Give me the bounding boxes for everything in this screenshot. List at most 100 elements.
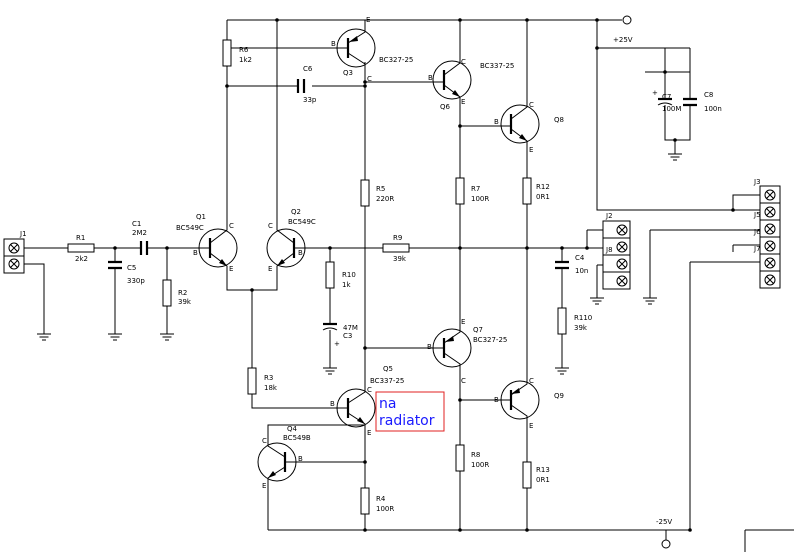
j1-label: J1 [19, 230, 27, 238]
q6-type: BC337-25 [480, 62, 514, 70]
capacitor-c6-plates [296, 79, 306, 93]
j2-label: J2 [605, 212, 613, 220]
q2-ref: Q2 [291, 208, 301, 216]
capacitor-c1-value: 2M2 [132, 229, 147, 237]
resistor-r7-value: 100R [471, 195, 489, 203]
junction-dots [113, 18, 735, 532]
ground-icon [37, 333, 51, 341]
resistor-r7-ref: R7 [471, 185, 480, 193]
resistor-r13-ref: R13 [536, 466, 550, 474]
resistor-r13-value: 0R1 [536, 476, 550, 484]
q1-ref: Q1 [196, 213, 206, 221]
resistor-r9-body [382, 243, 410, 253]
ground-symbols [37, 153, 682, 375]
j5-label: J5 [753, 211, 761, 219]
resistor-r2-value: 39k [178, 298, 192, 306]
pos-rail-terminal-icon [622, 15, 632, 25]
q1-pin-c: C [229, 222, 234, 230]
resistor-r4-ref: R4 [376, 495, 386, 503]
q7-ref: Q7 [473, 326, 483, 334]
resistor-r7-body [455, 177, 465, 205]
resistor-r110-body [557, 307, 567, 335]
resistor-r4-value: 100R [376, 505, 394, 513]
connector-j1: J1 [3, 230, 27, 274]
capacitor-c3-plate-bottom [322, 327, 338, 331]
resistor-r5-body [360, 179, 370, 207]
q4-ref: Q4 [287, 425, 298, 433]
neg-rail-terminal-icon [661, 539, 671, 549]
capacitor-c7-plus: + [652, 89, 658, 97]
q6-pin-c: C [461, 58, 466, 66]
q4-pin-e: E [262, 482, 266, 490]
capacitor-c8-value: 100n [704, 105, 722, 113]
q6-ref: Q6 [440, 103, 451, 111]
q2-pin-e: E [268, 265, 272, 273]
q9-pin-e: E [529, 422, 533, 430]
note-line-1: na [379, 396, 396, 412]
radiator-note: na radiator [375, 391, 445, 432]
resistor-r10-ref: R10 [342, 271, 356, 279]
resistor-r1-ref: R1 [76, 234, 85, 242]
capacitor-c5-plates [108, 260, 122, 270]
q5-pin-c: C [367, 386, 372, 394]
q5-ref: Q5 [383, 365, 393, 373]
capacitor-c8-ref: C8 [704, 91, 713, 99]
connector-j2-j8: J2 J8 [602, 212, 631, 290]
resistor-r5-ref: R5 [376, 185, 385, 193]
resistor-r12-value: 0R1 [536, 193, 550, 201]
resistor-r110-ref: R110 [574, 314, 592, 322]
resistor-r12-ref: R12 [536, 183, 550, 191]
resistor-r13-body [522, 461, 532, 489]
q6-pin-b: B [428, 74, 433, 82]
resistor-r6-ref: R6 [239, 46, 249, 54]
resistor-r3-body [247, 367, 257, 395]
resistor-r2-body [162, 279, 172, 307]
j8-label: J8 [605, 246, 613, 254]
capacitor-c7-plate-bottom [657, 102, 673, 106]
ground-icon [160, 333, 174, 341]
ground-icon [108, 333, 122, 341]
resistor-r10-value: 1k [342, 281, 351, 289]
resistor-r8-ref: R8 [471, 451, 480, 459]
resistor-r110-value: 39k [574, 324, 588, 332]
q9-pin-b: B [494, 396, 499, 404]
resistor-r5-value: 220R [376, 195, 394, 203]
resistor-r8-value: 100R [471, 461, 489, 469]
resistor-r2-ref: R2 [178, 289, 187, 297]
capacitor-c1-ref: C1 [132, 220, 141, 228]
transistor-q9: Q9 B C E [494, 377, 564, 430]
capacitor-c4-value: 10n [575, 267, 588, 275]
ground-icon [668, 153, 682, 161]
capacitor-c3-plus: + [334, 340, 340, 348]
capacitor-c4-ref: C4 [575, 254, 585, 262]
resistor-r10-body [325, 261, 335, 289]
q4-pin-b: B [298, 455, 303, 463]
transistor-q4: Q4 BC549B B C E [257, 425, 311, 490]
resistor-r6-value: 1k2 [239, 56, 252, 64]
transistor-q3: Q3 BC327-25 B E C [331, 16, 413, 83]
capacitor-c3-value: 47M [343, 324, 358, 332]
ground-icon [643, 297, 657, 305]
q4-type: BC549B [283, 434, 311, 442]
q3-pin-e: E [366, 16, 370, 24]
q8-ref: Q8 [554, 116, 564, 124]
note-line-2: radiator [379, 413, 435, 429]
q8-pin-c: C [529, 101, 534, 109]
q2-pin-c: C [268, 222, 273, 230]
q9-ref: Q9 [554, 392, 564, 400]
q8-pin-e: E [529, 146, 533, 154]
capacitor-c1-plates [139, 241, 149, 255]
q3-pin-c: C [367, 75, 372, 83]
resistors: R1 2k2 R2 39k R3 18k R4 100R R5 220R R6 … [67, 39, 592, 515]
capacitor-c6-ref: C6 [303, 65, 313, 73]
resistor-r1-body [67, 243, 95, 253]
q5-type: BC337-25 [370, 377, 404, 385]
q7-pin-b: B [427, 343, 432, 351]
neg-rail-label: -25V [656, 518, 672, 526]
transistor-q8: Q8 B C E [494, 101, 564, 154]
q1-pin-e: E [229, 265, 233, 273]
capacitor-c7-ref: C7 [662, 93, 671, 101]
ground-icon [590, 297, 604, 305]
resistor-r3-value: 18k [264, 384, 278, 392]
